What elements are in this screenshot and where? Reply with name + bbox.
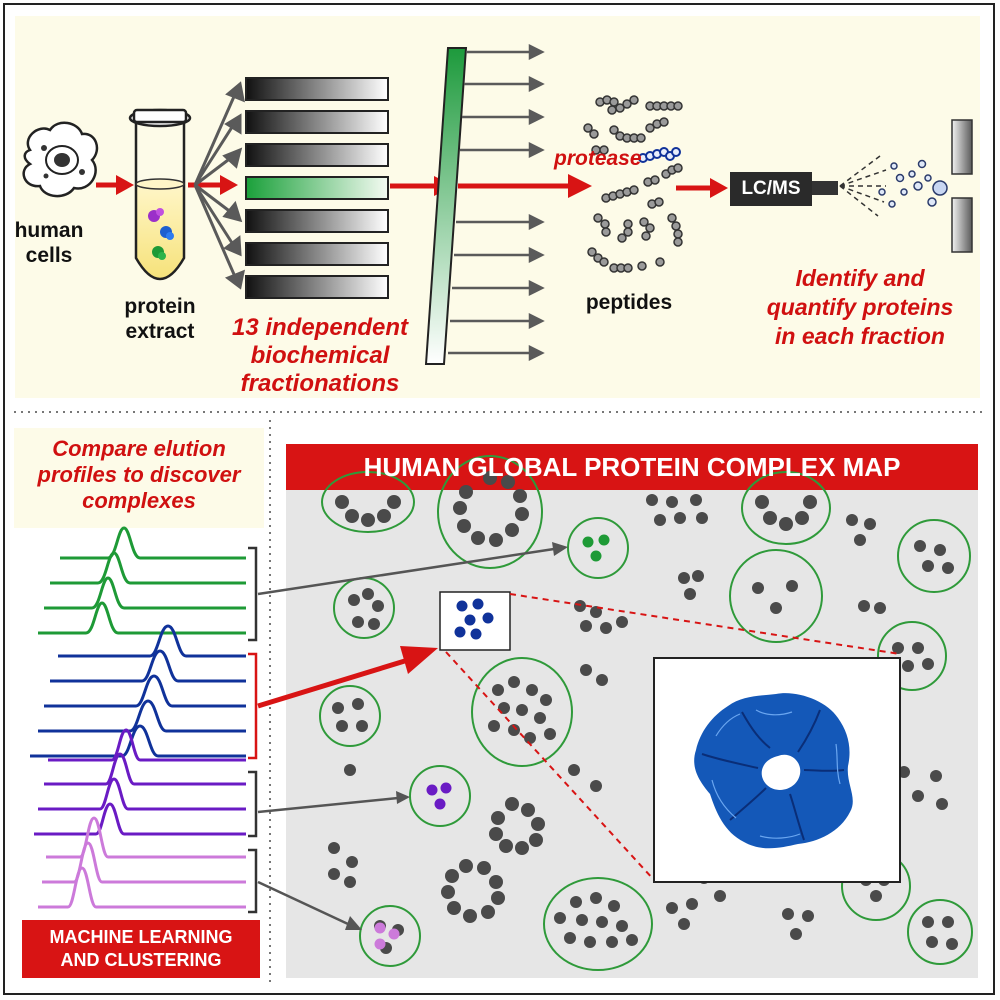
fractionation-column [424, 47, 468, 365]
ml-clustering-label-line: AND CLUSTERING [60, 950, 222, 970]
elution-trace-blue [50, 649, 246, 683]
detector-plate-bottom [951, 197, 973, 253]
fractionations-label-line: fractionations [240, 370, 400, 397]
arrow-purple-to-complex [257, 791, 410, 814]
protein-dots [328, 471, 958, 954]
compare-panel-background [14, 428, 264, 528]
fraction-bar [245, 275, 389, 299]
human-cell-icon [22, 121, 99, 198]
protein-extract-label-line: protein [124, 295, 196, 318]
arrow-green-to-complex [257, 542, 568, 596]
protease-label: protease [554, 147, 642, 170]
elution-trace-blue [44, 674, 246, 708]
identify-label: Identify and quantify proteins in each f… [740, 264, 980, 351]
elution-trace-pink [46, 816, 246, 859]
arrow-cells-to-tube [96, 175, 134, 195]
elution-profiles [30, 526, 246, 909]
elution-trace-purple [48, 728, 246, 762]
ion-droplets [878, 159, 948, 208]
blue-complex [454, 598, 494, 640]
map-title: HUMAN GLOBAL PROTEIN COMPLEX MAP [363, 452, 901, 482]
fraction-bar [245, 242, 389, 266]
bracket-purple [248, 770, 258, 838]
arrow-pink-to-complex [257, 880, 362, 930]
fractionations-label-line: biochemical [250, 342, 390, 369]
compare-profiles-label-line: Compare elution [52, 436, 226, 461]
elution-trace-green [44, 576, 246, 610]
fractionations-label-line: 13 independent [231, 314, 409, 341]
elution-trace-blue [38, 699, 246, 733]
bracket-arrows [257, 542, 568, 930]
elution-trace-green [38, 601, 246, 635]
elution-trace-pink [38, 866, 246, 909]
peptides-label: peptides [585, 291, 673, 314]
complex-structure-image [694, 693, 853, 849]
protein-extract-label: protein extract [110, 294, 210, 344]
column-output-arrows [448, 43, 545, 362]
identify-label-line: Identify and [795, 265, 925, 291]
peptide-chains [583, 95, 683, 273]
fraction-bar-selected [245, 176, 389, 200]
elution-trace-purple [38, 777, 246, 811]
compare-profiles-label-line: profiles to discover [37, 462, 241, 487]
bracket-pink [248, 848, 258, 914]
bracket-green [248, 546, 258, 642]
protein-extract-label-line: extract [125, 320, 195, 343]
detector-plate-top [951, 119, 973, 175]
human-cells-label-line: cells [25, 244, 73, 267]
fraction-bar [245, 209, 389, 233]
fractionation-fan-arrows [193, 81, 246, 290]
blue-peptide [638, 147, 681, 163]
lcms-label: LC/MS [741, 178, 801, 199]
ml-clustering-label: MACHINE LEARNING AND CLUSTERING [22, 926, 260, 972]
cluster-brackets [248, 546, 258, 914]
zoom-lines [445, 593, 901, 881]
complex-rings [319, 455, 973, 971]
ml-banner-background [22, 920, 260, 978]
green-complex [582, 534, 610, 562]
elution-trace-blue [30, 724, 246, 758]
protein-extract-tube [128, 108, 192, 280]
compare-profiles-label: Compare elution profiles to discover com… [14, 436, 264, 514]
elution-trace-blue [58, 624, 246, 658]
compare-profiles-label-line: complexes [82, 488, 196, 513]
fraction-bar [245, 77, 389, 101]
fraction-bars [245, 77, 389, 299]
arrow-tube-to-fractions [188, 175, 238, 195]
ml-clustering-label-line: MACHINE LEARNING [49, 927, 233, 947]
elution-trace-pink [42, 841, 246, 884]
elution-trace-purple [44, 752, 246, 786]
human-cells-label: human cells [14, 218, 84, 268]
identify-label-line: in each fraction [775, 323, 945, 349]
arrow-to-protease [458, 174, 592, 198]
purple-complex [426, 782, 452, 810]
bracket-blue [248, 652, 258, 760]
structure-inset [653, 657, 901, 883]
lcms-instrument [730, 172, 812, 206]
lcms-nozzle [812, 181, 838, 195]
electrospray [839, 155, 887, 217]
elution-trace-green [50, 551, 246, 585]
identify-label-line: quantify proteins [766, 294, 954, 320]
elution-trace-green [60, 526, 246, 560]
human-cells-label-line: human [14, 219, 84, 242]
arrow-to-lcms [676, 178, 728, 198]
pink-complex [374, 922, 400, 950]
arrow-blue-to-complex [257, 646, 438, 709]
fraction-bar [245, 110, 389, 134]
fraction-bar [245, 143, 389, 167]
fractionations-label: 13 independent biochemical fractionation… [210, 314, 430, 398]
